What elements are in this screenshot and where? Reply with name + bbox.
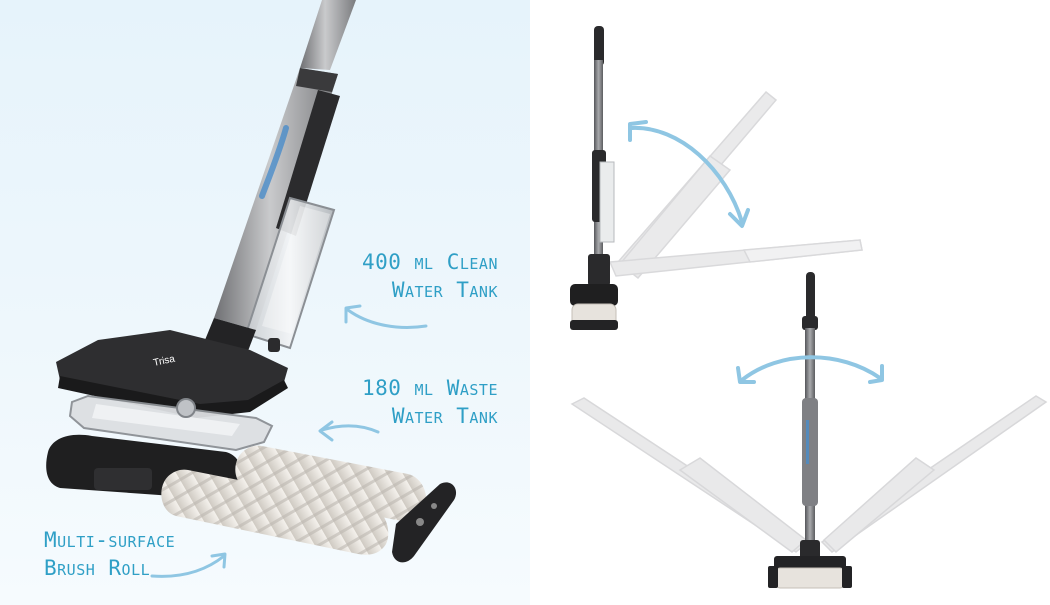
label-line: Water Tank [391,404,498,428]
clean-water-tank [244,196,336,352]
brush-roll-label: Multi-surface Brush Roll [44,526,244,582]
front-brush-roll [161,469,389,555]
label-line: Water Tank [391,278,498,302]
motion-demo-panel [530,0,1050,605]
motion-demo-illustration [570,26,1048,589]
waste-water-tank [68,394,274,452]
label-line: Multi-surface [44,528,176,552]
product-closeup-panel: Trisa [0,0,530,605]
brand-logo: Trisa [152,354,176,369]
label-line: Brush Roll [44,556,151,580]
head-cover: Trisa [56,330,288,418]
roller-end-cap [392,482,457,563]
curved-arrow-icon [318,420,380,442]
rear-brush-roll [235,445,427,521]
curved-double-arrow-icon [736,355,884,384]
waste-water-tank-label: 180 ml Waste Water Tank [318,374,498,430]
clean-water-tank-label: 400 ml Clean Water Tank [318,248,498,304]
tilt-demo [570,26,863,330]
curved-arrow-icon [344,304,428,329]
product-closeup-illustration: Trisa [46,0,457,578]
curved-double-arrow-icon [628,120,750,228]
swivel-demo [570,272,1048,589]
label-line: 400 ml Clean [361,250,498,274]
curved-arrow-icon [150,552,227,578]
label-line: 180 ml Waste [361,376,498,400]
